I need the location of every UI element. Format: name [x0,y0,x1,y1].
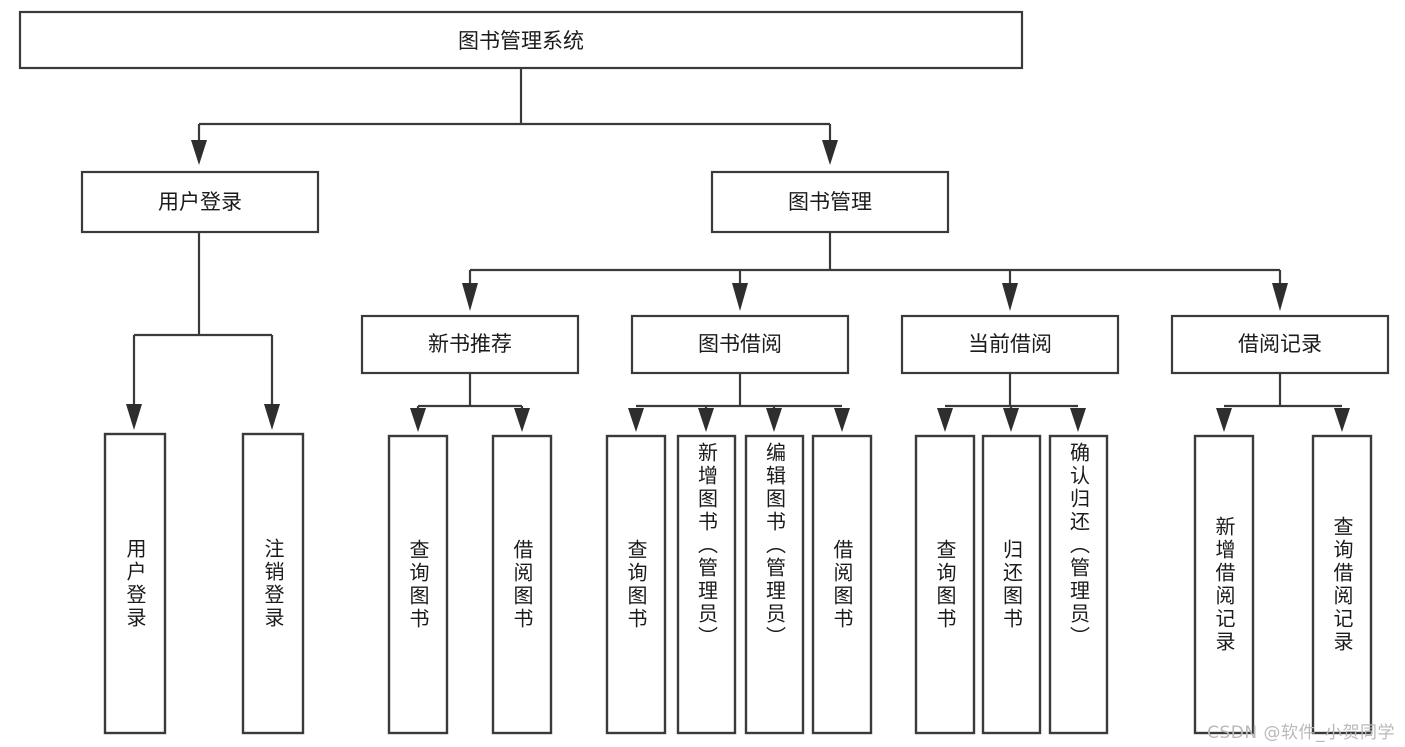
node-borrow-record-label: 借阅记录 [1238,332,1322,356]
node-user-login-box[interactable] [80,170,320,234]
node-current-borrow-box[interactable] [900,314,1120,375]
node-leaf-logout-login-box[interactable] [241,432,305,735]
watermark: CSDN @软件_小贺同学 [1207,723,1395,743]
connector-root-to-level1 [191,68,838,165]
node-leaf-user-login-box[interactable] [103,432,167,735]
arrow-head-leaf-edit-book [766,408,782,432]
arrow-head-new-book-recommend [462,283,478,311]
node-leaf-add-record-box[interactable] [1193,434,1255,735]
arrow-head-leaf-user-login [126,404,142,430]
node-root-box[interactable] [18,10,1024,70]
connector-user-login-to-leaves [126,232,280,430]
node-leaf-edit-book-box[interactable] [744,434,805,735]
arrow-head-leaf-borrow-book-1 [514,408,530,432]
arrow-head-leaf-add-book [698,408,714,432]
arrow-head-current-borrow [1002,283,1018,311]
arrow-head-leaf-query-book-2 [628,408,644,432]
node-book-management-label: 图书管理 [788,190,872,214]
node-user-login[interactable]: 用户登录 [80,170,320,234]
node-root[interactable]: 图书管理系统 [18,10,1024,70]
node-leaf-query-book-1-box[interactable] [387,434,449,735]
node-leaf-confirm-return-box[interactable] [1048,434,1109,735]
connector-borrow-record-to-leaves [1216,373,1350,432]
node-user-login-label: 用户登录 [158,190,242,214]
node-book-management-box[interactable] [710,170,950,234]
node-leaf-add-book-box[interactable] [676,434,737,735]
connector-new-book-recommend-to-leaves [410,373,530,432]
arrow-head-leaf-query-record [1334,408,1350,432]
node-book-borrow-box[interactable] [630,314,850,375]
arrow-head-leaf-query-book-3 [937,408,953,432]
node-new-book-recommend[interactable]: 新书推荐 [360,314,580,375]
connector-current-borrow-to-leaves [937,373,1086,432]
node-leaf-return-book-box[interactable] [981,434,1042,735]
node-current-borrow-label: 当前借阅 [968,332,1052,356]
node-leaf-query-record-box[interactable] [1311,434,1373,735]
node-borrow-record[interactable]: 借阅记录 [1170,314,1390,375]
node-new-book-recommend-label: 新书推荐 [428,332,512,356]
node-book-borrow-label: 图书借阅 [698,332,782,356]
connector-book-management-to-level2 [462,232,1288,311]
arrow-head-leaf-add-record [1216,408,1232,432]
arrow-head-leaf-borrow-book-2 [834,408,850,432]
node-new-book-recommend-box[interactable] [360,314,580,375]
connector-book-borrow-to-leaves [628,373,850,432]
arrow-head-leaf-query-book-1 [410,408,426,432]
node-borrow-record-box[interactable] [1170,314,1390,375]
node-leaf-query-book-3-box[interactable] [914,434,976,735]
node-current-borrow[interactable]: 当前借阅 [900,314,1120,375]
node-book-management[interactable]: 图书管理 [710,170,950,234]
arrow-head-leaf-return-book [1003,408,1019,432]
node-leaf-query-book-2-box[interactable] [605,434,667,735]
arrow-head-book-management [822,140,838,165]
arrow-head-user-login [191,140,207,165]
arrow-head-borrow-record [1272,283,1288,311]
node-leaf-borrow-book-2-box[interactable] [811,434,873,735]
arrow-head-leaf-confirm-return [1070,408,1086,432]
arrow-head-book-borrow [732,283,748,311]
arrow-head-leaf-logout-login [264,404,280,430]
node-book-borrow[interactable]: 图书借阅 [630,314,850,375]
node-leaf-borrow-book-1-box[interactable] [491,434,553,735]
node-root-label: 图书管理系统 [458,29,584,53]
